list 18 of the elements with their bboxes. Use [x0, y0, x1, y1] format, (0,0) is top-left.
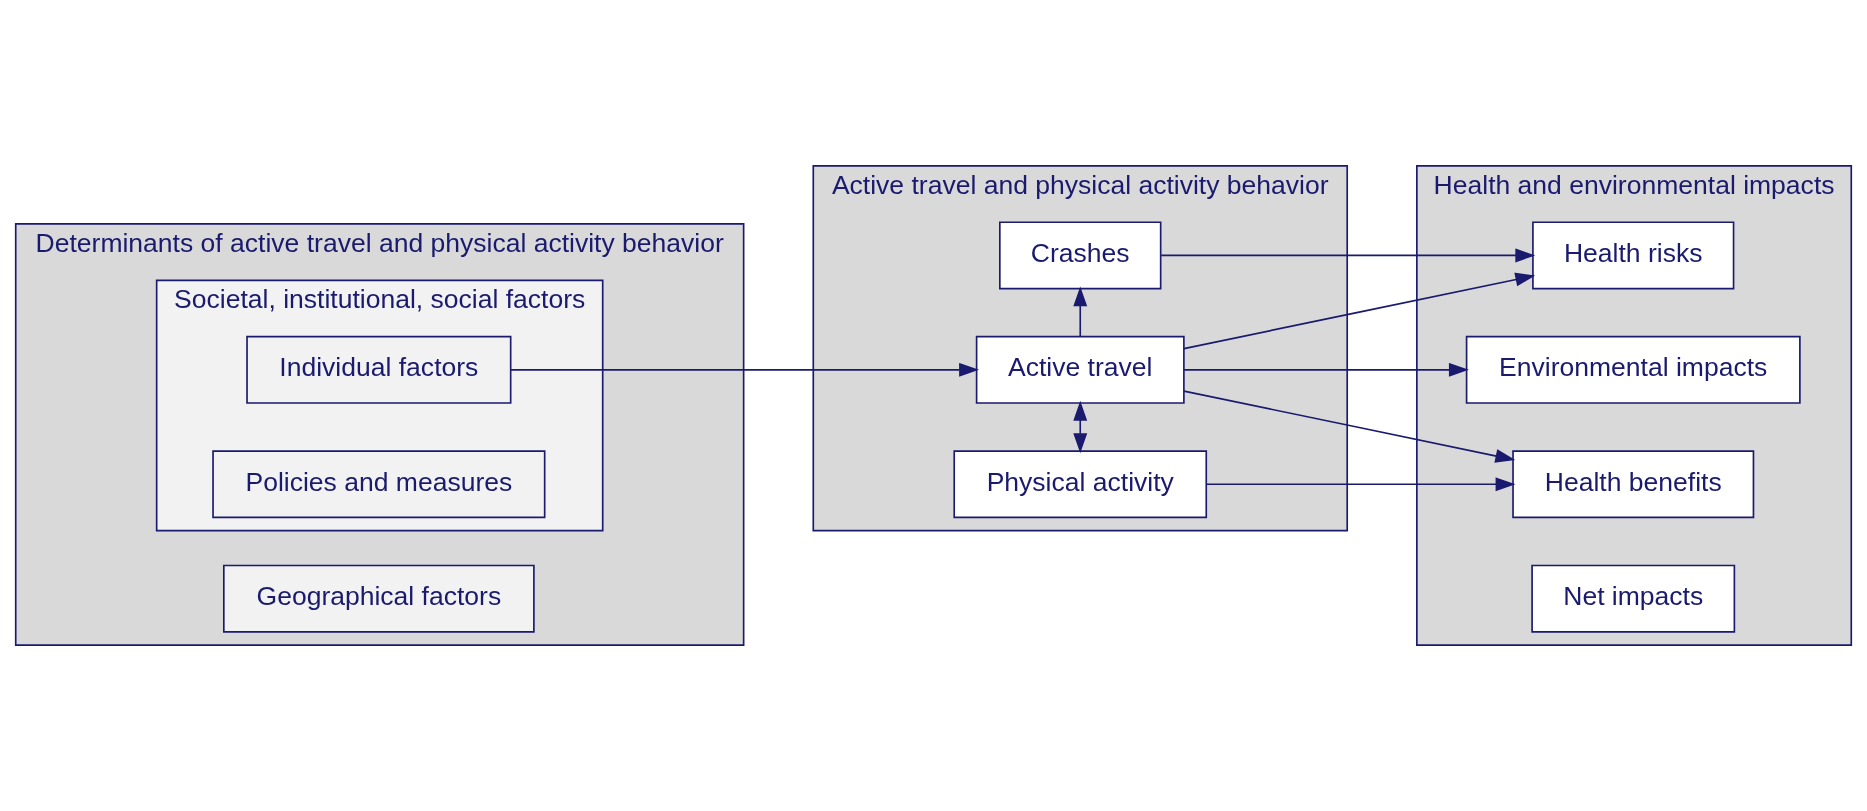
arrow: [1183, 390, 1516, 463]
node-box: Health risks: [1532, 221, 1735, 290]
node-box: Individual factors: [246, 335, 512, 404]
arrow: [1205, 477, 1516, 492]
node-box: Health benefits: [1512, 450, 1755, 519]
node-box: Net impacts: [1531, 564, 1736, 633]
node-box: Physical activity: [953, 450, 1208, 519]
arrow: [1073, 286, 1088, 338]
node-box: Geographical factors: [223, 564, 535, 633]
arrow: [1160, 248, 1536, 263]
node-box: Environmental impacts: [1465, 335, 1801, 404]
arrow: [1183, 272, 1536, 350]
node-box: Active travel: [975, 335, 1185, 404]
arrow: [510, 362, 980, 377]
node-box: Crashes: [999, 221, 1162, 290]
arrow: [1183, 362, 1469, 377]
arrow: [1073, 400, 1088, 454]
node-box: Policies and measures: [212, 450, 546, 519]
